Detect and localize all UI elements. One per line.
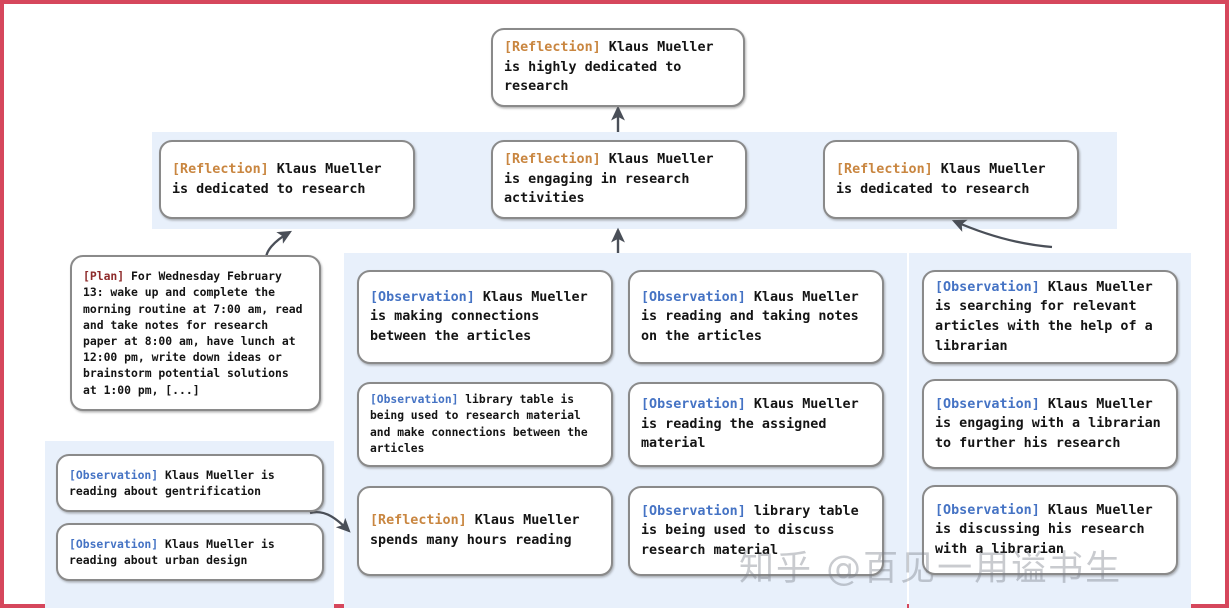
tag-observation: [Observation] [641, 503, 746, 519]
node-plan[interactable]: [Plan] For Wednesday February 13: wake u… [70, 255, 321, 411]
node-text: [Reflection] Klaus Mueller is engaging i… [493, 150, 745, 209]
tag-reflection: [Reflection] [836, 161, 933, 177]
node-text: [Observation] library table is being use… [359, 392, 611, 458]
node-body: Klaus Mueller spends many hours reading [370, 513, 588, 548]
node-body: Klaus Mueller is dedicated to research [836, 161, 1054, 197]
node-body: Klaus Mueller is highly dedicated to res… [504, 40, 722, 95]
tag-plan: [Plan] [83, 269, 125, 284]
node-text: [Reflection] Klaus Mueller is dedicated … [825, 160, 1077, 199]
node-text: [Plan] For Wednesday February 13: wake u… [72, 268, 319, 398]
node-text: [Observation] Klaus Mueller is making co… [359, 288, 611, 347]
tag-reflection: [Reflection] [504, 40, 601, 56]
node-col2-observation-2[interactable]: [Observation] Klaus Mueller is reading t… [628, 382, 884, 467]
node-body: library table is being used to discuss r… [641, 503, 867, 558]
node-text: [Reflection] Klaus Mueller spends many h… [359, 511, 611, 550]
node-text: [Observation] Klaus Mueller is engaging … [924, 395, 1176, 454]
node-col3-observation-1[interactable]: [Observation] Klaus Mueller is searching… [922, 270, 1178, 364]
tag-observation: [Observation] [370, 392, 459, 406]
node-mid-left-reflection[interactable]: [Reflection] Klaus Mueller is dedicated … [159, 140, 415, 219]
node-col1-observation-2[interactable]: [Observation] library table is being use… [357, 382, 613, 467]
tag-observation: [Observation] [935, 396, 1040, 412]
node-body: Klaus Mueller is reading about gentrific… [69, 467, 282, 498]
node-mid-right-reflection[interactable]: [Reflection] Klaus Mueller is dedicated … [823, 140, 1079, 219]
node-text: [Reflection] Klaus Mueller is highly ded… [493, 38, 743, 97]
node-body: Klaus Mueller is searching for relevant … [935, 279, 1161, 354]
tag-reflection: [Reflection] [172, 161, 269, 177]
node-text: [Observation] library table is being use… [630, 502, 882, 561]
node-text: [Observation] Klaus Mueller is reading t… [630, 395, 882, 454]
tag-observation: [Observation] [69, 536, 159, 551]
node-body: Klaus Mueller is reading and taking note… [641, 289, 867, 344]
node-bottomleft-observation-2[interactable]: [Observation] Klaus Mueller is reading a… [56, 523, 324, 581]
node-body: Klaus Mueller is engaging in research ac… [504, 152, 722, 207]
node-root-reflection[interactable]: [Reflection] Klaus Mueller is highly ded… [491, 28, 745, 107]
node-body: Klaus Mueller is engaging with a librari… [935, 396, 1169, 451]
tag-reflection: [Reflection] [370, 513, 467, 529]
node-body: Klaus Mueller is discussing his research… [935, 502, 1161, 557]
tag-observation: [Observation] [370, 289, 475, 305]
node-body: Klaus Mueller is making connections betw… [370, 289, 596, 344]
node-col2-observation-1[interactable]: [Observation] Klaus Mueller is reading a… [628, 270, 884, 364]
node-col1-observation-1[interactable]: [Observation] Klaus Mueller is making co… [357, 270, 613, 364]
tag-reflection: [Reflection] [504, 152, 601, 168]
node-mid-center-reflection[interactable]: [Reflection] Klaus Mueller is engaging i… [491, 140, 747, 219]
tag-observation: [Observation] [641, 397, 746, 413]
node-col1-reflection-3[interactable]: [Reflection] Klaus Mueller spends many h… [357, 486, 613, 576]
node-text: [Observation] Klaus Mueller is discussin… [924, 501, 1176, 560]
node-body: Klaus Mueller is reading the assigned ma… [641, 397, 867, 452]
node-col2-observation-3[interactable]: [Observation] library table is being use… [628, 486, 884, 576]
node-text: [Observation] Klaus Mueller is reading a… [630, 288, 882, 347]
tag-observation: [Observation] [641, 289, 746, 305]
node-text: [Observation] Klaus Mueller is reading a… [58, 536, 322, 569]
node-body: For Wednesday February 13: wake up and c… [83, 269, 310, 397]
diagram-canvas: [Reflection] Klaus Mueller is highly ded… [4, 4, 1229, 612]
node-body: library table is being used to research … [370, 392, 595, 455]
node-col3-observation-3[interactable]: [Observation] Klaus Mueller is discussin… [922, 485, 1178, 575]
node-col3-observation-2[interactable]: [Observation] Klaus Mueller is engaging … [922, 379, 1178, 469]
tag-observation: [Observation] [935, 502, 1040, 518]
node-bottomleft-observation-1[interactable]: [Observation] Klaus Mueller is reading a… [56, 454, 324, 512]
node-body: Klaus Mueller is reading about urban des… [69, 536, 282, 567]
tag-observation: [Observation] [935, 279, 1040, 295]
node-text: [Reflection] Klaus Mueller is dedicated … [161, 160, 413, 199]
node-body: Klaus Mueller is dedicated to research [172, 161, 390, 197]
node-text: [Observation] Klaus Mueller is reading a… [58, 467, 322, 500]
node-text: [Observation] Klaus Mueller is searching… [924, 278, 1176, 356]
tag-observation: [Observation] [69, 467, 159, 482]
